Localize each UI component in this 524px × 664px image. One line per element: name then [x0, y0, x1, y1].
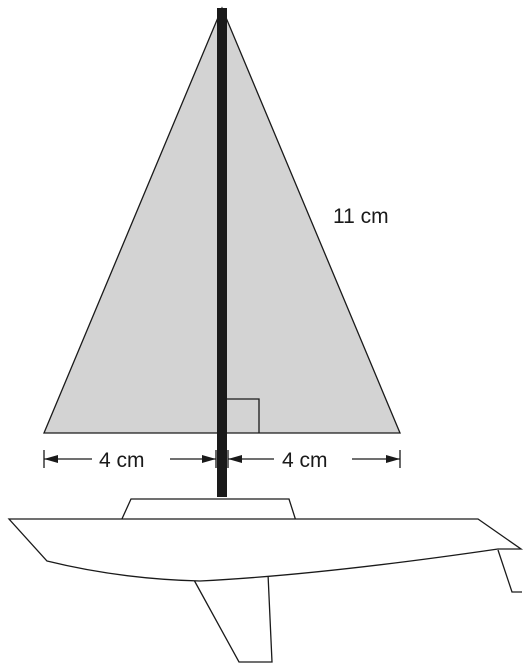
mast [217, 8, 227, 497]
boat-keel [193, 573, 273, 663]
side-length-label: 11 cm [333, 205, 389, 228]
boat-hull [7, 518, 524, 582]
boat-cabin [120, 498, 297, 522]
right-base-label: 4 cm [282, 449, 328, 472]
right-angle-marker [222, 398, 260, 433]
left-base-dimension [43, 450, 217, 468]
left-base-label: 4 cm [99, 449, 145, 472]
boat-rudder [497, 549, 522, 593]
right-base-dimension [227, 450, 401, 468]
